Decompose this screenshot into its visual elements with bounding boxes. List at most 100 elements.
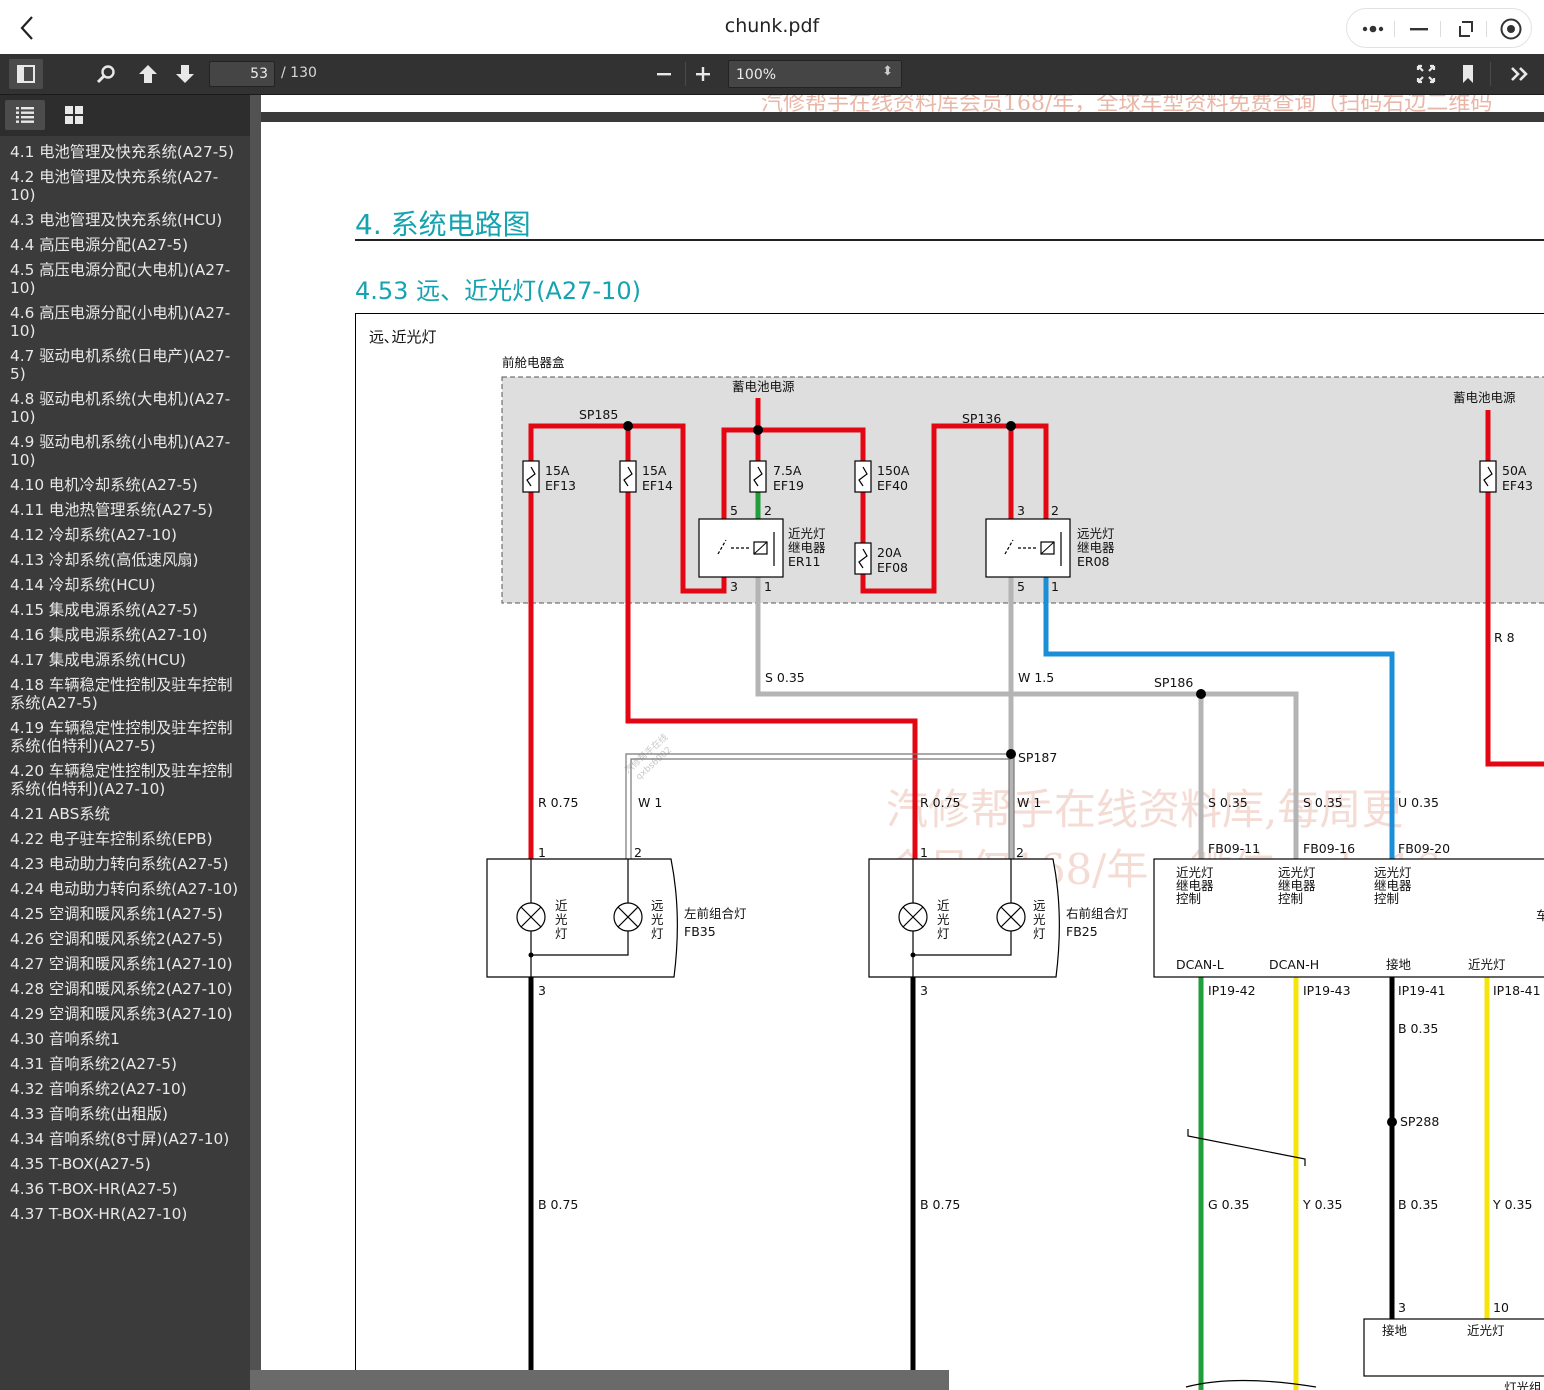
next-page-button[interactable]: [169, 59, 201, 89]
document-viewer[interactable]: 汽修帮手在线资料库会员168/年，全球车型资料免费查询（扫码右边二维码 4. 系…: [261, 95, 1544, 1390]
bcm-ctrl: 继电器: [1278, 878, 1316, 893]
outline-list-icon: [16, 107, 34, 123]
splice-sp288: SP288: [1400, 1114, 1439, 1129]
bcm-box: [1153, 858, 1544, 978]
arrow-down-icon: [176, 65, 194, 83]
pdf-page: 汽修帮手在线资料库会员168/年，全球车型资料免费查询（扫码右边二维码 4. 系…: [261, 95, 1544, 1390]
splice-dots: [623, 421, 1397, 1127]
tools-button[interactable]: [1504, 59, 1536, 89]
outline-item[interactable]: 4.29 空调和暖风系统3(A27-10): [10, 1005, 233, 1023]
outline-item[interactable]: 4.3 电池管理及快充系统(HCU): [10, 211, 223, 229]
red-wires: [528, 398, 1544, 859]
outline-item[interactable]: 4.21 ABS系统: [10, 805, 110, 823]
connector-pin: IP18-41: [1493, 983, 1541, 998]
zoom-select[interactable]: 100% ⬍: [728, 60, 902, 88]
light-switch-label: 灯光组: [1504, 1380, 1542, 1390]
outline-item[interactable]: 4.33 音响系统(出租版): [10, 1105, 168, 1123]
outline-item[interactable]: 4.2 电池管理及快充系统(A27-10): [10, 168, 219, 204]
diagram-watermark-1: 汽修帮手在线资料库,每周更: [886, 785, 1403, 834]
outline-item[interactable]: 4.18 车辆稳定性控制及驻车控制系统(A27-5): [10, 676, 233, 712]
blue-wire: [1043, 577, 1395, 859]
fuse-ef40-code: EF40: [877, 478, 908, 493]
outline-item[interactable]: 4.14 冷却系统(HCU): [10, 576, 156, 594]
minimize-button[interactable]: [1403, 13, 1435, 45]
bcm-pin: FB09-11: [1208, 841, 1260, 856]
er08-pin: 1: [1051, 579, 1059, 594]
outline-item[interactable]: 4.37 T-BOX-HR(A27-10): [10, 1205, 188, 1223]
outline-item[interactable]: 4.9 驱动电机系统(小电机)(A27-10): [10, 433, 231, 469]
arrow-up-icon: [139, 65, 157, 83]
er11-pin: 5: [730, 503, 738, 518]
sidebar-resizer[interactable]: [250, 95, 261, 1390]
bcm-pin: FB09-20: [1398, 841, 1450, 856]
outline-item[interactable]: 4.16 集成电源系统(A27-10): [10, 626, 208, 644]
high-beam-label: 光: [1033, 912, 1046, 927]
outline-item[interactable]: 4.7 驱动电机系统(日电产)(A27-5): [10, 347, 231, 383]
more-button[interactable]: [1357, 13, 1389, 45]
previous-page-button[interactable]: [132, 59, 164, 89]
restore-button[interactable]: [1449, 13, 1481, 45]
outline-item[interactable]: 4.17 集成电源系统(HCU): [10, 651, 187, 669]
bcm-ctrl: 近光灯: [1176, 865, 1214, 880]
title-bar: chunk.pdf: [0, 0, 1544, 54]
outline-item[interactable]: 4.19 车辆稳定性控制及驻车控制系统(伯特利)(A27-5): [10, 719, 233, 755]
tab-thumbnails[interactable]: [54, 100, 94, 130]
outline-item[interactable]: 4.26 空调和暖风系统2(A27-5): [10, 930, 223, 948]
outline-item[interactable]: 4.25 空调和暖风系统1(A27-5): [10, 905, 223, 923]
bcm-ctrl: 继电器: [1176, 878, 1214, 893]
bcm-dcan-l: DCAN-L: [1176, 957, 1224, 972]
zoom-out-button[interactable]: [648, 59, 680, 89]
connector-pin: IP19-42: [1208, 983, 1256, 998]
sidebar-tabs: [0, 95, 250, 136]
outline-item[interactable]: 4.4 高压电源分配(A27-5): [10, 236, 189, 254]
left-lamp-name: 左前组合灯: [684, 906, 747, 921]
outline-item[interactable]: 4.10 电机冷却系统(A27-5): [10, 476, 198, 494]
outline-item[interactable]: 4.6 高压电源分配(小电机)(A27-10): [10, 304, 231, 340]
outline-item[interactable]: 4.11 电池热管理系统(A27-5): [10, 501, 214, 519]
sidebar-toggle-button[interactable]: [9, 59, 43, 89]
outline-item[interactable]: 4.32 音响系统2(A27-10): [10, 1080, 187, 1098]
chevron-left-icon: [20, 16, 33, 40]
section-title: 4. 系统电路图: [355, 208, 531, 241]
wire-label: G 0.35: [1208, 1197, 1250, 1212]
right-lamp-name: 右前组合灯: [1066, 906, 1129, 921]
page-number-input[interactable]: [209, 61, 275, 87]
zoom-in-button[interactable]: [687, 59, 719, 89]
outline-item[interactable]: 4.23 电动助力转向系统(A27-5): [10, 855, 229, 873]
er08-code: ER08: [1077, 554, 1110, 569]
outline-item[interactable]: 4.31 音响系统2(A27-5): [10, 1055, 177, 1073]
outline-item[interactable]: 4.5 高压电源分配(大电机)(A27-10): [10, 261, 231, 297]
wire-label: B 0.35: [1398, 1021, 1438, 1036]
wiring-diagram: 汽修帮手在线资料库,每周更 会员仅168/年，微信:qxbs16 汽修帮手在线 …: [369, 328, 1544, 1390]
outline-item[interactable]: 4.35 T-BOX(A27-5): [10, 1155, 151, 1173]
outline-item[interactable]: 4.22 电子驻车控制系统(EPB): [10, 830, 213, 848]
outline-item[interactable]: 4.28 空调和暖风系统2(A27-10): [10, 980, 233, 998]
outline-item[interactable]: 4.13 冷却系统(高低速风扇): [10, 551, 199, 569]
outline-item[interactable]: 4.30 音响系统1: [10, 1030, 120, 1048]
find-button[interactable]: [90, 59, 122, 89]
subsection-title: 4.53 远、近光灯(A27-10): [355, 277, 641, 305]
outline-item[interactable]: 4.27 空调和暖风系统1(A27-10): [10, 955, 233, 973]
er11-pin: 3: [730, 579, 738, 594]
fuse-ef08-rating: 20A: [877, 545, 902, 560]
right-lamp-pin: 2: [1016, 845, 1024, 860]
wiring-diagram-frame: 汽修帮手在线资料库,每周更 会员仅168/年，微信:qxbs16 汽修帮手在线 …: [355, 313, 1544, 1390]
outline-item[interactable]: 4.36 T-BOX-HR(A27-5): [10, 1180, 178, 1198]
presentation-mode-button[interactable]: [1410, 59, 1442, 89]
outline-item[interactable]: 4.1 电池管理及快充系统(A27-5): [10, 143, 234, 161]
back-button[interactable]: [12, 12, 44, 44]
high-beam-label: 灯: [651, 926, 664, 941]
outline-item[interactable]: 4.15 集成电源系统(A27-5): [10, 601, 198, 619]
tab-outline[interactable]: [5, 100, 45, 130]
bookmark-button[interactable]: [1452, 59, 1484, 89]
outline-item[interactable]: 4.24 电动助力转向系统(A27-10): [10, 880, 239, 898]
er08-pin: 5: [1017, 579, 1025, 594]
horizontal-scrollbar[interactable]: [250, 1370, 949, 1390]
outline-item[interactable]: 4.34 音响系统(8寸屏)(A27-10): [10, 1130, 230, 1148]
fuse-ef43-rating: 50A: [1502, 463, 1527, 478]
outline-item[interactable]: 4.20 车辆稳定性控制及驻车控制系统(伯特利)(A27-10): [10, 762, 233, 798]
outline-item[interactable]: 4.12 冷却系统(A27-10): [10, 526, 177, 544]
record-button[interactable]: [1495, 13, 1527, 45]
low-beam-label: 灯: [937, 926, 950, 941]
outline-item[interactable]: 4.8 驱动电机系统(大电机)(A27-10): [10, 390, 231, 426]
